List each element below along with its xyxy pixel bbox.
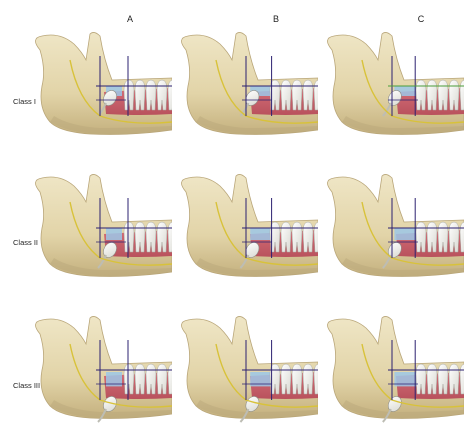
jaw-illustration-r1-c2 [181,32,324,134]
jaw-illustration-r3-c1 [35,316,178,422]
jaw-illustration-r2-c2 [181,174,324,276]
jaw-illustration-r1-c3 [327,32,470,134]
jaw-illustration-r3-c3 [327,316,470,422]
erupted-tooth [168,222,178,252]
erupted-tooth [460,364,470,394]
jaw-illustration-r3-c2 [181,316,324,422]
jaw-illustration-r1-c1 [35,32,178,134]
erupted-tooth [168,80,178,110]
erupted-tooth [314,222,324,252]
erupted-tooth [168,364,178,394]
erupted-tooth [314,364,324,394]
erupted-tooth [314,80,324,110]
jaw-illustration-r2-c3 [327,174,470,276]
jaw-illustration-r2-c1 [35,174,178,276]
erupted-tooth [460,80,470,110]
erupted-tooth [460,222,470,252]
available-space [106,228,122,240]
available-space [250,228,272,240]
